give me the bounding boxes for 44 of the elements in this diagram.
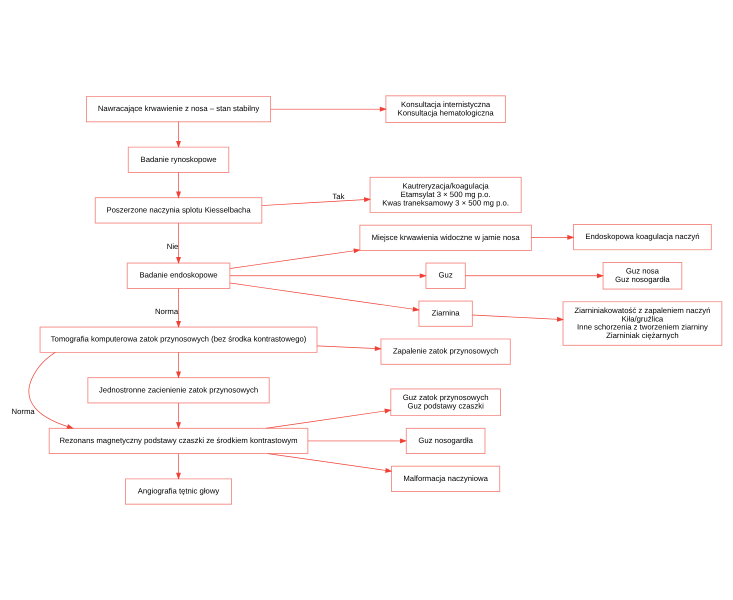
arrow [266,408,392,429]
arrow [176,172,181,199]
node-box: Guz nosa Guz nosogardła [602,262,682,290]
node-box: Angiografia tętnic głowy [125,478,232,505]
edge-label: Norma [154,306,178,316]
node-box: Badanie rynoskopowe [128,146,230,173]
arrow [472,314,564,322]
arrow [465,273,604,278]
node-box: Konsultacja internistyczna Konsultacja hematologiczna [385,95,506,123]
node-box: Rezonans magnetyczny podstawy czaszki ze środkiem kontrastowym [48,428,308,454]
arrow [176,352,181,379]
arrow [176,453,181,480]
arrow [308,438,408,444]
arrow [230,248,361,269]
node-box: Malformacja naczyniowa [391,466,500,492]
arrow [531,234,574,240]
node-box: Zapalenie zatok przynosowych [380,338,511,365]
arrow [176,222,181,264]
edge-label: Norma [12,407,35,416]
node-box: Ziarnina [418,300,473,327]
node-box: Tomografia komputerowa zatok przynosowych (bez środka kontrastowego) [40,326,318,353]
edge-label: Nie [166,242,178,252]
node-box: Poszerzone naczynia splotu Kiesselbacha [94,197,262,224]
arrow [270,106,387,112]
arrow [176,288,181,328]
node-box: Guz zatok przynosowych Guz podstawy czaszki [390,388,501,416]
arrow [268,453,392,473]
node-box: Jednostronne zacienienie zatok przynosowych [87,377,270,404]
arrow [230,282,420,312]
edge-label: Tak [332,192,344,201]
node-box: Miejsce krwawienia widoczne w jamie nosa [359,224,532,251]
arrow [261,197,372,206]
node-box: Guz nosogardła [406,428,486,454]
node-box: Endoskopowa koagulacja naczyń [573,224,712,250]
node-box: Badanie endoskopowe [126,262,230,289]
arrow [316,346,382,351]
arrow [28,352,74,429]
node-box: Ziarniniakowatość z zapaleniem naczyń Kiła/gruźlica Inne schorzenia z tworzeniem ziarniny Ziarniniak ciężarnych [562,301,722,346]
node-box: Nawracające krwawienie z nosa – stan stabilny [86,96,272,122]
arrow [176,402,181,430]
node-box: Kautreryzacja/koagulacja Etamsylat 3 × 500 mg p.o. Kwas traneksamowy 3 × 500 mg p.o. [370,176,522,213]
arrow [176,122,181,148]
arrow [230,273,427,278]
node-box: Guz [426,262,466,289]
